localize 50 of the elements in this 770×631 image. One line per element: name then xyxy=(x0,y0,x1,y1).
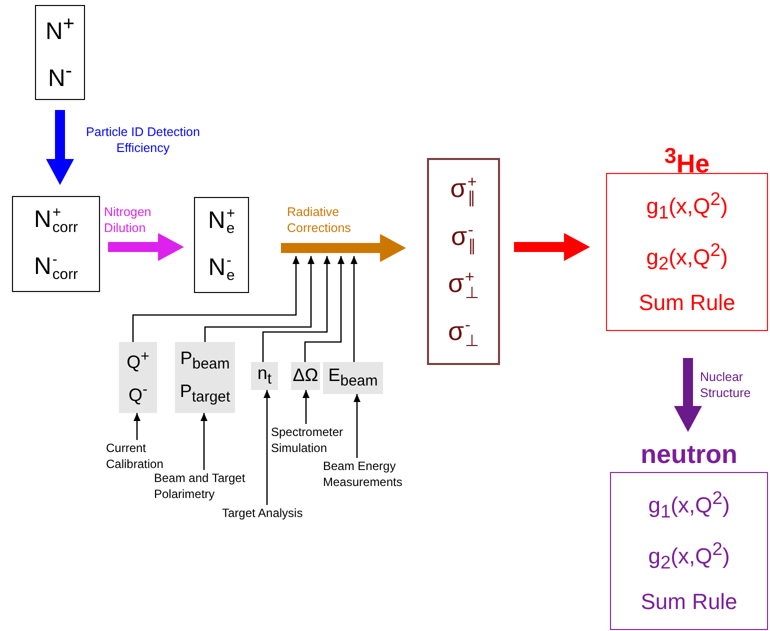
arrow xyxy=(200,413,208,470)
count-box xyxy=(12,196,100,292)
formula-text: Sum Rule xyxy=(638,291,736,316)
arrow xyxy=(281,234,406,262)
formula-text: g$_{1}$(x,Q$^{2}$) xyxy=(646,188,728,223)
edge-label: Radiative Corrections xyxy=(287,204,352,236)
arrow xyxy=(302,390,310,424)
parameter-symbol: ΔΩ xyxy=(292,366,318,386)
arrow xyxy=(354,394,360,458)
arrow xyxy=(108,233,184,261)
arrow xyxy=(262,256,330,362)
arrow xyxy=(46,110,74,185)
edge-label: Particle ID Detection Efficiency xyxy=(85,124,201,156)
parameter-symbol: n$_{t}$ xyxy=(257,364,272,388)
formula-text: N$^{+}$ xyxy=(45,13,75,46)
count-box xyxy=(194,197,249,293)
annotation-text: Target Analysis xyxy=(222,505,338,521)
parameter-symbol: P$_{target}$ xyxy=(180,382,230,406)
formula-text: g$_{2}$(x,Q$^{2}$) xyxy=(648,538,730,573)
arrow xyxy=(514,233,590,261)
cross-section-box xyxy=(427,158,500,365)
parameter-box xyxy=(119,342,157,413)
formula-text: g$_{1}$(x,Q$^{2}$) xyxy=(648,488,730,522)
annotation-text: Beam and Target Polarimetry xyxy=(154,470,270,502)
formula-text: N$^{-}$ xyxy=(48,60,72,92)
annotation-text: Spectrometer Simulation xyxy=(271,424,367,456)
edge-label: Nuclear Structure xyxy=(700,369,752,401)
parameter-box xyxy=(323,362,383,394)
edge-label: Nitrogen Dilution xyxy=(104,204,152,236)
formula-text: Sum Rule xyxy=(640,590,738,614)
arrow xyxy=(134,413,140,440)
parameter-symbol: Q$^{-}$ xyxy=(128,382,148,406)
parameter-box xyxy=(251,362,278,390)
heading: $^{3}$He xyxy=(664,142,710,173)
parameter-symbol: Q$^{+}$ xyxy=(126,348,150,373)
arrow xyxy=(304,256,344,362)
parameter-symbol: E$_{beam}$ xyxy=(328,366,378,390)
count-box xyxy=(35,5,85,100)
annotation-text: Beam Energy Measurements xyxy=(323,458,427,490)
parameter-box xyxy=(175,342,235,413)
parameter-symbol: P$_{beam}$ xyxy=(180,348,230,373)
parameter-box xyxy=(291,362,320,390)
arrow xyxy=(204,256,314,342)
arrow xyxy=(264,390,270,505)
formula-text: g$_{2}$(x,Q$^{2}$) xyxy=(646,240,728,274)
annotation-text: Current Calibration xyxy=(106,440,186,472)
arrow xyxy=(350,256,358,362)
arrow xyxy=(132,256,300,342)
heading: neutron xyxy=(640,438,738,471)
arrow xyxy=(674,358,702,432)
